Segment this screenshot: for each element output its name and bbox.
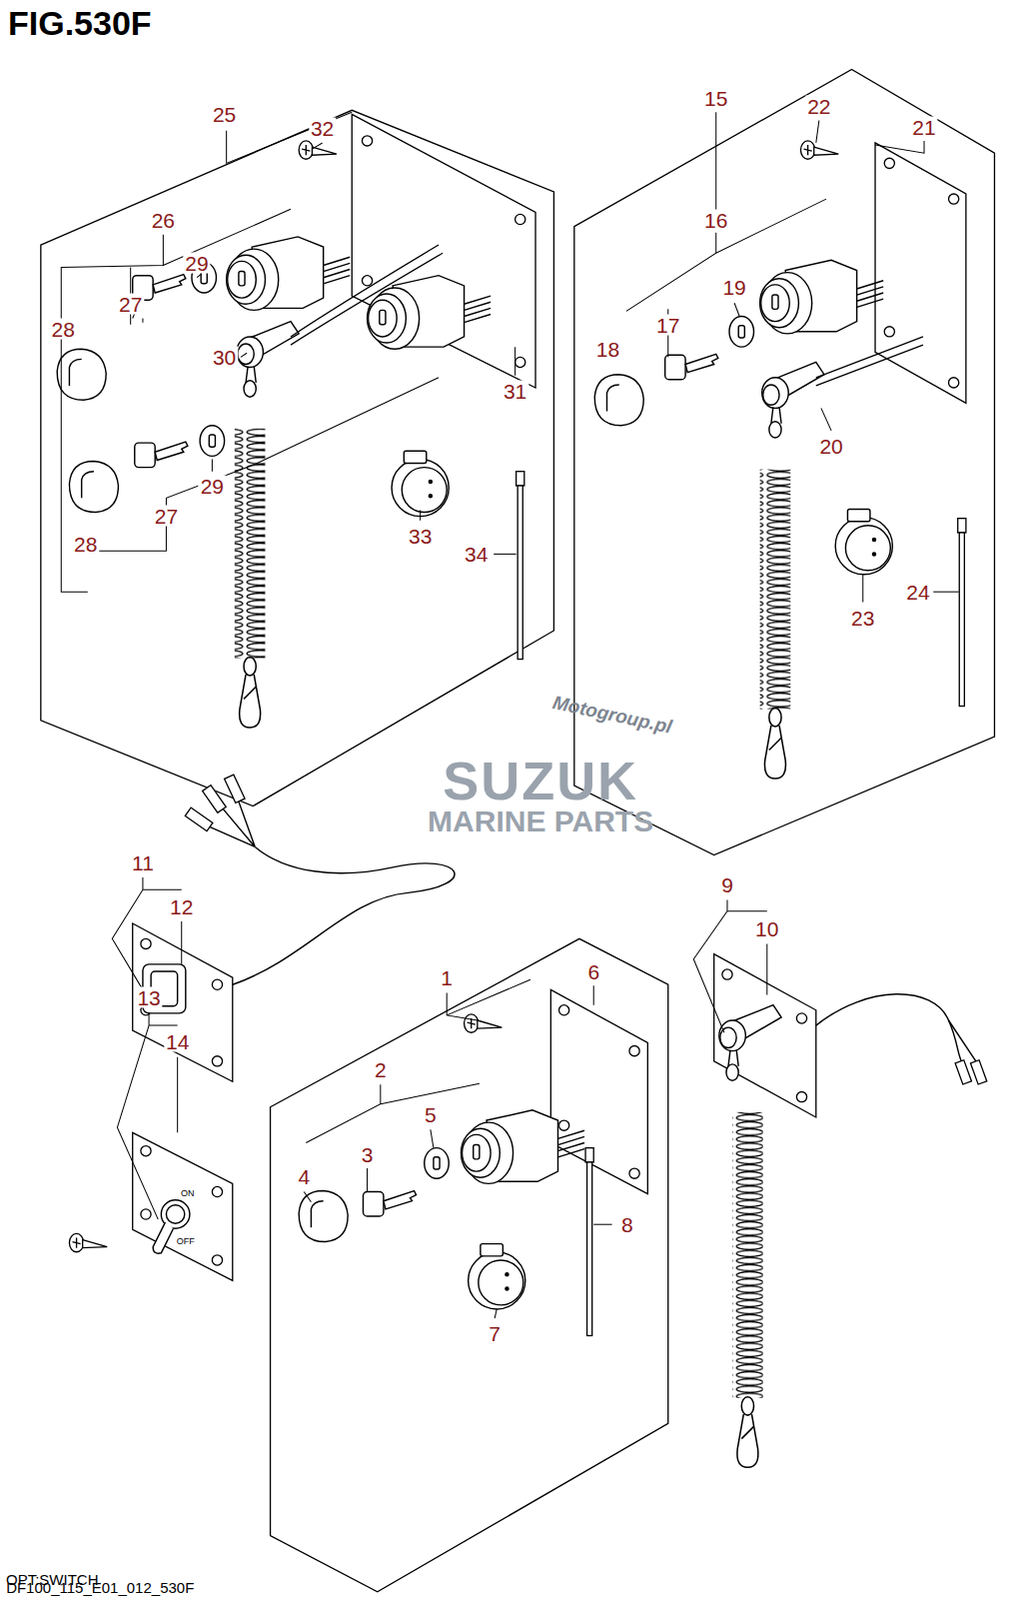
- switch-marking: ON: [180, 1187, 195, 1197]
- callout-number: 24: [904, 581, 932, 603]
- watermark: MARINE PARTS: [427, 806, 654, 837]
- callout-number: 23: [849, 606, 877, 628]
- callout-number: 14: [163, 1030, 191, 1052]
- callout-number: 11: [129, 851, 156, 873]
- callout-number: 5: [422, 1102, 439, 1124]
- callout-number: 9: [719, 874, 736, 896]
- callout-number: 18: [594, 338, 622, 360]
- callout-number: 29: [198, 474, 226, 496]
- callout-number: 28: [49, 317, 77, 339]
- callout-number: 33: [406, 525, 434, 547]
- callout-number: 25: [210, 103, 238, 125]
- callout-number: 13: [134, 986, 162, 1008]
- figure-title: FIG.530F: [7, 5, 152, 40]
- callout-number: 7: [486, 1322, 503, 1344]
- callout-number: 34: [462, 543, 490, 565]
- callout-number: 16: [702, 208, 730, 230]
- switch-marking: OFF: [176, 1235, 195, 1245]
- callout-number: 27: [152, 504, 180, 526]
- callout-number: 27: [116, 293, 144, 315]
- callout-number: 20: [817, 435, 845, 457]
- callout-number: 10: [753, 918, 781, 940]
- callout-number: 12: [167, 895, 195, 917]
- callout-number: 26: [149, 208, 177, 230]
- callout-number: 15: [702, 87, 730, 109]
- callout-number: 28: [71, 533, 99, 555]
- callout-number: 31: [501, 380, 529, 402]
- callout-number: 21: [910, 115, 938, 137]
- callout-number: 22: [805, 95, 833, 117]
- watermark: SUZUK: [442, 753, 639, 808]
- callout-number: 3: [359, 1142, 376, 1164]
- callout-number: 6: [585, 960, 602, 982]
- callout-number: 32: [308, 116, 336, 138]
- callout-number: 29: [182, 252, 210, 274]
- figure-caption: OPT:SWITCH: [5, 1571, 99, 1587]
- callout-number: 4: [295, 1165, 312, 1187]
- callout-number: 30: [210, 346, 238, 368]
- watermark: Motogroup.pl: [550, 692, 674, 737]
- callout-number: 8: [619, 1213, 636, 1235]
- callout-number: 17: [654, 313, 682, 335]
- callout-number: 1: [438, 967, 455, 989]
- callout-number: 2: [372, 1058, 389, 1080]
- callout-number: 19: [720, 275, 748, 297]
